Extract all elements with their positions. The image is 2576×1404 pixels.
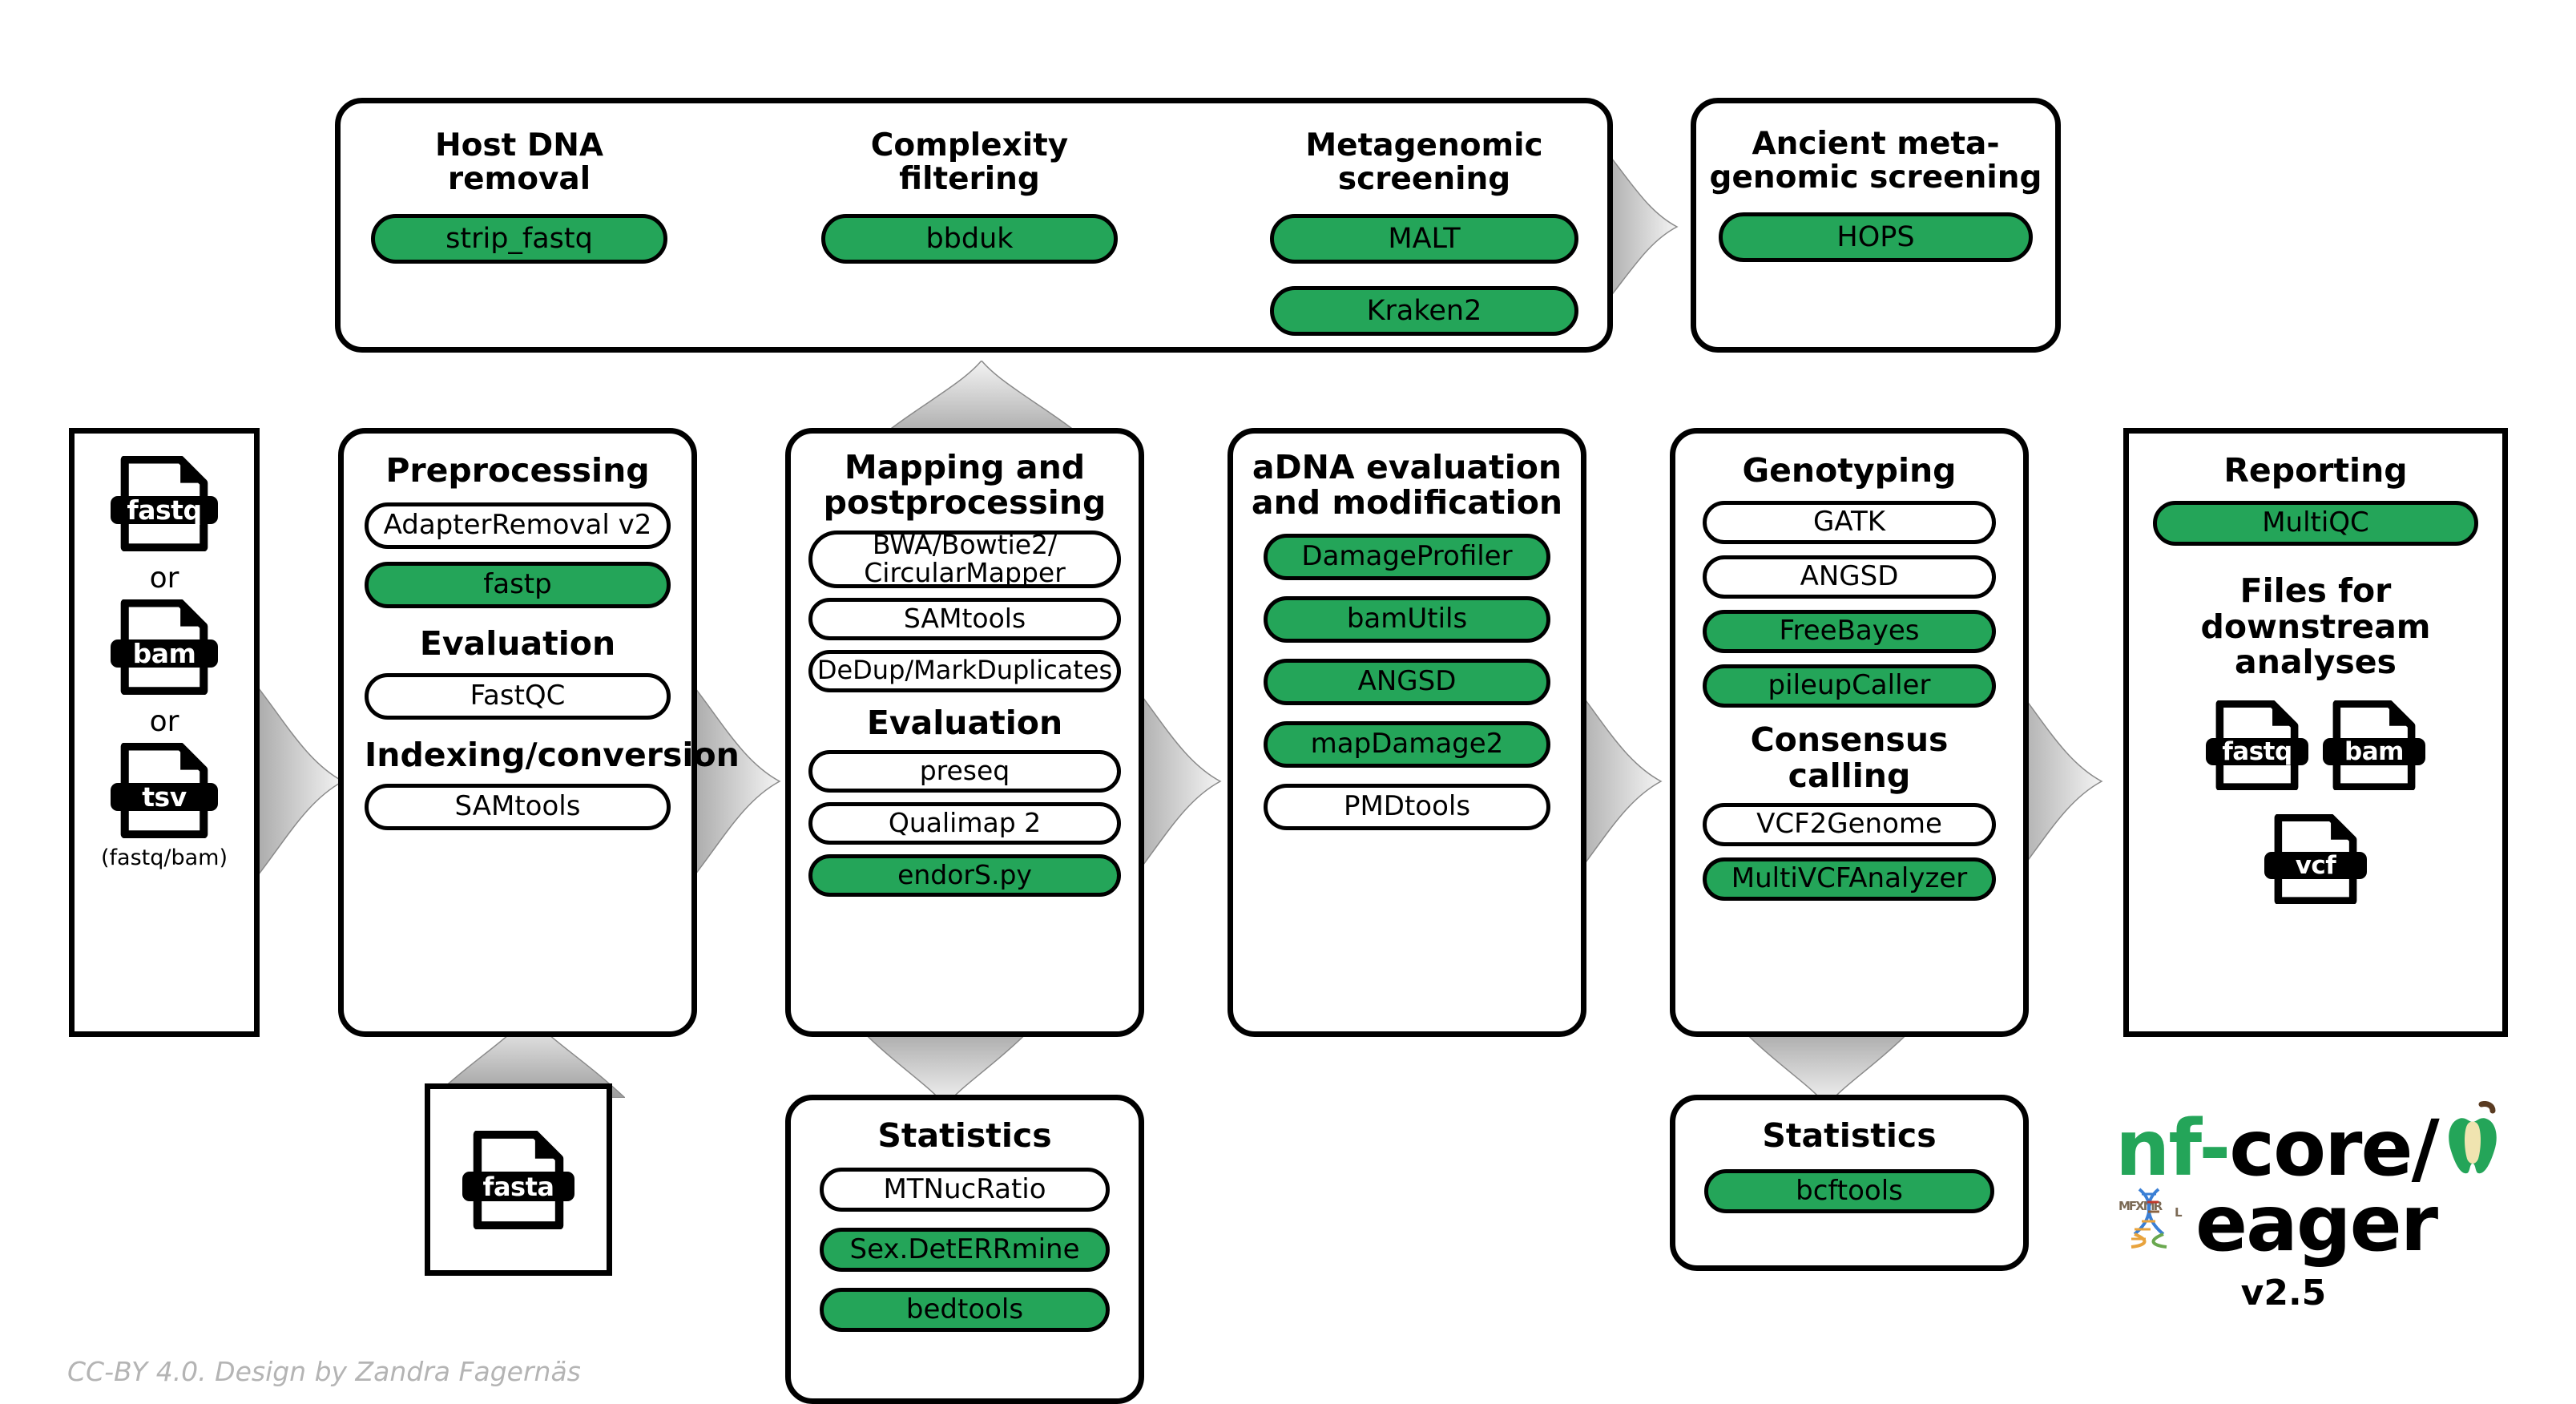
tool-pill-samtools[interactable]: SAMtools: [808, 597, 1121, 640]
tool-pill-multivcfanalyzer[interactable]: MultiVCFAnalyzer: [1703, 857, 1996, 901]
file-icon-bam: bam: [110, 599, 219, 695]
section-heading-indexing-conversion: Indexing/conversion: [365, 735, 740, 774]
file-icon-label: bam: [2344, 736, 2404, 766]
adna-panel: aDNA evaluation and modification DamageP…: [1228, 428, 1586, 1037]
section-title-mapping: Mapping and postprocessing: [823, 448, 1107, 522]
section-title-statistics: Statistics: [1762, 1116, 1937, 1155]
input-separator-or-1: or: [149, 562, 179, 595]
tool-pill-bcftools[interactable]: bcftools: [1704, 1169, 1994, 1214]
tool-pill-freebayes[interactable]: FreeBayes: [1703, 610, 1996, 654]
tool-pill-endors-py[interactable]: endorS.py: [808, 853, 1121, 897]
tool-pill-pmdtools[interactable]: PMDtools: [1264, 783, 1550, 830]
section-title-adna: aDNA evaluation and modification: [1251, 448, 1563, 522]
section-title-preprocessing: Preprocessing: [385, 451, 650, 490]
input-files-caption: (fastq/bam): [101, 845, 228, 870]
section-heading-evaluation: Evaluation: [866, 703, 1063, 742]
tool-pill-preseq[interactable]: preseq: [808, 749, 1121, 793]
file-icon-vcf: vcf: [2264, 814, 2367, 905]
section-title-genotyping: Genotyping: [1742, 451, 1957, 490]
section-title-host-dna-removal: Host DNA removal: [434, 127, 604, 198]
svg-text:L: L: [2175, 1205, 2183, 1220]
statistics-mapping-panel: Statistics MTNucRatio Sex.DetERRmine bed…: [785, 1095, 1144, 1404]
tool-pill-samtools[interactable]: SAMtools: [365, 783, 671, 830]
tool-pill-mtnucratio[interactable]: MTNucRatio: [820, 1168, 1110, 1212]
preprocessing-panel: Preprocessing AdapterRemoval v2 fastp Ev…: [338, 428, 740, 1037]
logo-text-nf: nf-: [2115, 1103, 2231, 1193]
file-icon-tsv: tsv: [110, 743, 219, 838]
tool-pill-angsd[interactable]: ANGSD: [1264, 658, 1550, 705]
file-icon-fasta: fasta: [462, 1131, 574, 1229]
section-title-ancient-screening: Ancient meta- genomic screening: [1709, 126, 2042, 196]
tool-pill-strip-fastq[interactable]: strip_fastq: [371, 214, 667, 264]
tool-pill-bedtools[interactable]: bedtools: [820, 1288, 1110, 1333]
logo-text-eager: eager: [2195, 1179, 2438, 1269]
file-icon-label: bam: [132, 637, 196, 669]
section-heading-downstream-files: Files for downstream analyses: [2200, 571, 2431, 681]
section-heading-evaluation: Evaluation: [419, 624, 616, 664]
tool-pill-damageprofiler[interactable]: DamageProfiler: [1264, 533, 1550, 580]
tool-pill-fastp[interactable]: fastp: [365, 562, 671, 609]
tool-label-line1: BWA/Bowtie2/: [872, 528, 1058, 560]
tool-label-line2: CircularMapper: [864, 556, 1066, 588]
reporting-panel: Reporting MultiQC Files for downstream a…: [2123, 428, 2508, 1037]
ancient-screening-panel: Ancient meta- genomic screening HOPS: [1691, 98, 2061, 353]
file-icon-label: fasta: [482, 1171, 554, 1202]
credit-text: CC-BY 4.0. Design by Zandra Fagernäs: [67, 1356, 581, 1387]
tool-pill-bbduk[interactable]: bbduk: [821, 214, 1118, 264]
screening-group-panel: Host DNA removal strip_fastq Complexity …: [335, 98, 1613, 353]
tool-pill-sex-deterrmine[interactable]: Sex.DetERRmine: [820, 1228, 1110, 1273]
tool-pill-qualimap-2[interactable]: Qualimap 2: [808, 801, 1121, 845]
section-title-statistics: Statistics: [877, 1116, 1052, 1155]
tool-pill-gatk[interactable]: GATK: [1703, 501, 1996, 545]
section-title-complexity-filtering: Complexity filtering: [870, 127, 1069, 198]
tool-pill-adapterremoval-v2[interactable]: AdapterRemoval v2: [365, 502, 671, 550]
logo-text-core: core/: [2229, 1103, 2439, 1193]
input-files-panel: fastq or bam or tsv (fastq/bam): [69, 428, 260, 1037]
input-separator-or-2: or: [149, 705, 179, 738]
tool-pill-multiqc[interactable]: MultiQC: [2153, 501, 2478, 547]
tool-pill-hops[interactable]: HOPS: [1719, 212, 2033, 263]
tool-pill-dedup-markduplicates[interactable]: DeDup/MarkDuplicates: [808, 649, 1121, 692]
flow-arrow-preprocessing-to-mapping: [677, 665, 781, 898]
file-icon-fastq: fastq: [2206, 700, 2308, 791]
tool-pill-fastqc[interactable]: FastQC: [365, 672, 671, 720]
tool-pill-angsd[interactable]: ANGSD: [1703, 555, 1996, 599]
tool-pill-vcf2genome[interactable]: VCF2Genome: [1703, 802, 1996, 846]
file-icon-label: fastq: [2222, 736, 2292, 766]
tool-pill-bwa-bowtie2-circularmapper[interactable]: BWA/Bowtie2/ CircularMapper: [808, 528, 1121, 588]
file-icon-label: fastq: [127, 494, 202, 526]
file-icon-label: vcf: [2295, 850, 2336, 880]
file-icon-bam: bam: [2323, 700, 2425, 791]
tool-pill-malt[interactable]: MALT: [1270, 214, 1578, 264]
dna-helix-icon: MFXMR L: [2115, 1179, 2192, 1269]
flow-arrow-mapping-to-screening: [865, 361, 1098, 449]
logo-version: v2.5: [2240, 1273, 2327, 1313]
genotyping-panel: Genotyping GATK ANGSD FreeBayes pileupCa…: [1670, 428, 2029, 1037]
section-heading-consensus-calling: Consensus calling: [1750, 720, 1949, 795]
file-icon-label: tsv: [142, 781, 187, 813]
reference-genome-panel: fasta: [425, 1083, 612, 1276]
tool-pill-kraken2[interactable]: Kraken2: [1270, 286, 1578, 337]
nf-core-eager-logo: nf- core/ MFXMR L: [2115, 1100, 2502, 1345]
statistics-genotyping-panel: Statistics bcftools: [1670, 1095, 2029, 1271]
apple-core-icon: [2443, 1100, 2502, 1196]
tool-pill-mapdamage2[interactable]: mapDamage2: [1264, 720, 1550, 768]
mapping-panel: Mapping and postprocessing BWA/Bowtie2/ …: [785, 428, 1144, 1037]
section-title-reporting: Reporting: [2223, 451, 2408, 490]
tool-pill-bamutils[interactable]: bamUtils: [1264, 595, 1550, 643]
tool-pill-pileupcaller[interactable]: pileupCaller: [1703, 664, 1996, 708]
file-icon-fastq: fastq: [110, 456, 219, 551]
section-title-metagenomic-screening: Metagenomic screening: [1305, 127, 1543, 198]
